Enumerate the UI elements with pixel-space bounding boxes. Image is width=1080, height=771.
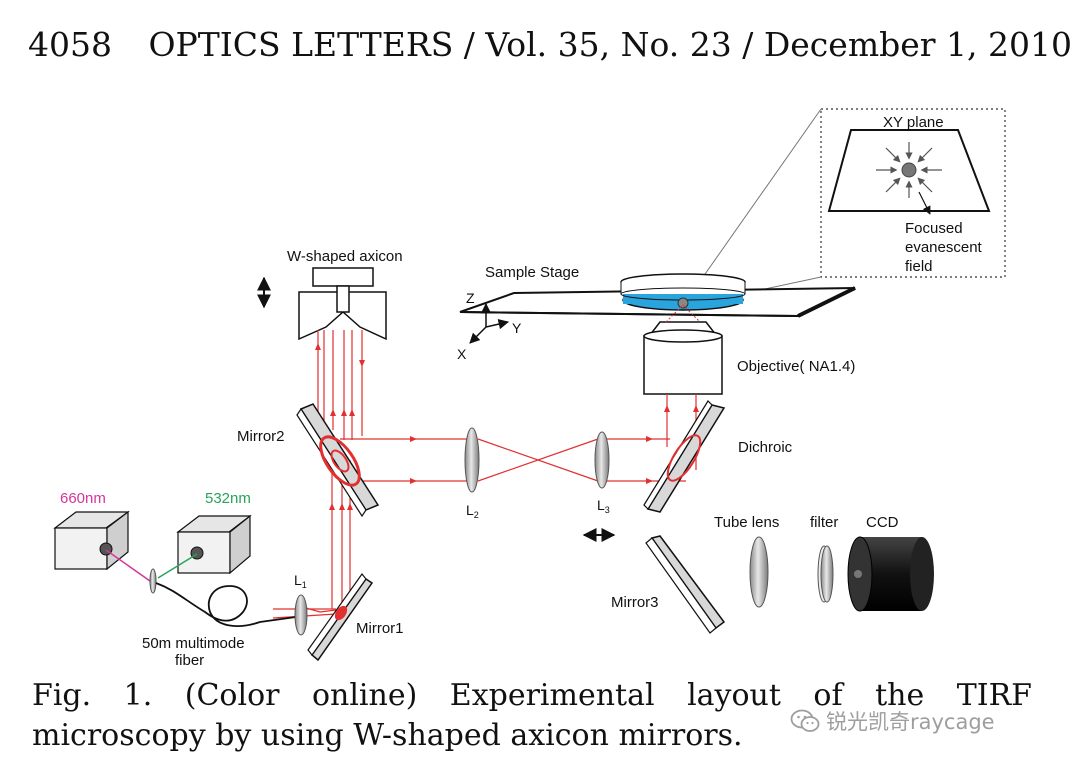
coupling-lens [149,568,157,594]
lens-l1-label: L [294,572,302,588]
watermark: 锐光凯奇raycage [790,706,995,736]
caption-word: online) [311,678,418,713]
dichroic-mirror: Dichroic [643,400,793,513]
fiber-label-1: 50m multimode [142,635,245,652]
caption-word: (Color [184,678,280,713]
emission-filter: filter [810,514,838,603]
objective-label: Objective( NA1.4) [737,358,855,375]
wechat-icon [790,709,820,732]
tube-lens: Tube lens [714,514,779,608]
lens-l3: L3 [582,431,616,542]
w-shaped-axicon: W-shaped axicon [257,248,403,341]
mirror2-label: Mirror2 [237,428,285,445]
xy-plane-label: XY plane [883,114,944,131]
mirror3: Mirror3 [611,535,726,634]
lens-l3-sub: 3 [605,505,610,515]
caption-word: Experimental [449,678,655,713]
beam-direction-arrows [315,343,699,510]
experimental-layout-figure: XY plane Focused evanescent field Sample… [53,108,1006,669]
mirror2: Mirror2 [237,403,380,518]
laser-532nm: 532nm [176,490,252,575]
xy-plane-inset: XY plane Focused evanescent field [683,108,1006,305]
mirror1: Mirror1 [307,573,404,662]
axis-y-label: Y [512,320,522,336]
axis-z-label: Z [466,290,475,306]
caption-word: layout [687,678,781,713]
sample-stage-label: Sample Stage [485,264,579,281]
svg-text:L1: L1 [294,572,307,590]
lens-l1: L1 [294,572,308,636]
ccd-label: CCD [866,514,899,531]
page-number: 4058 [28,25,112,64]
fiber-label-2: fiber [175,652,204,669]
svg-text:L2: L2 [466,502,479,520]
lens-l2-label: L [466,502,474,518]
w-axicon-label: W-shaped axicon [287,248,403,265]
caption-line-2: microscopy by using W-shaped axicon mirr… [32,718,743,753]
mirror3-label: Mirror3 [611,594,659,611]
journal-citation: OPTICS LETTERS / Vol. 35, No. 23 / Decem… [148,25,1072,64]
lens-l2-sub: 2 [474,510,479,520]
filter-label: filter [810,514,838,531]
lens-l2: L2 [464,427,480,520]
axis-x-label: X [457,346,467,362]
mirror1-label: Mirror1 [356,620,404,637]
lens-l1-sub: 1 [302,580,307,590]
focused-field-label-2: evanescent [905,239,983,256]
caption-word: the [875,678,925,713]
focused-field-label-1: Focused [905,220,963,237]
laser-660nm-label: 660nm [60,490,106,507]
caption-line-1: Fig. 1. (Color online) Experimental layo… [32,676,1032,716]
figure-caption: Fig. 1. (Color online) Experimental layo… [32,676,1032,756]
caption-word: Fig. [32,678,92,713]
caption-word: of [813,678,843,713]
sample-stage: Sample Stage [459,264,856,318]
journal-header: 4058 OPTICS LETTERS / Vol. 35, No. 23 / … [28,25,1072,69]
multimode-fiber [155,582,297,627]
xyz-axes [469,302,510,344]
tube-lens-label: Tube lens [714,514,779,531]
ccd-camera: CCD [847,514,934,612]
laser-532nm-label: 532nm [205,490,251,507]
watermark-text: 锐光凯奇raycage [826,710,995,734]
svg-text:L3: L3 [597,497,610,515]
dichroic-label: Dichroic [738,439,793,456]
lens-l3-label: L [597,497,605,513]
caption-word: TIRF [956,678,1032,713]
focused-field-label-3: field [905,258,933,275]
objective-lens: Objective( NA1.4) [643,304,855,395]
caption-word: 1. [123,678,153,713]
